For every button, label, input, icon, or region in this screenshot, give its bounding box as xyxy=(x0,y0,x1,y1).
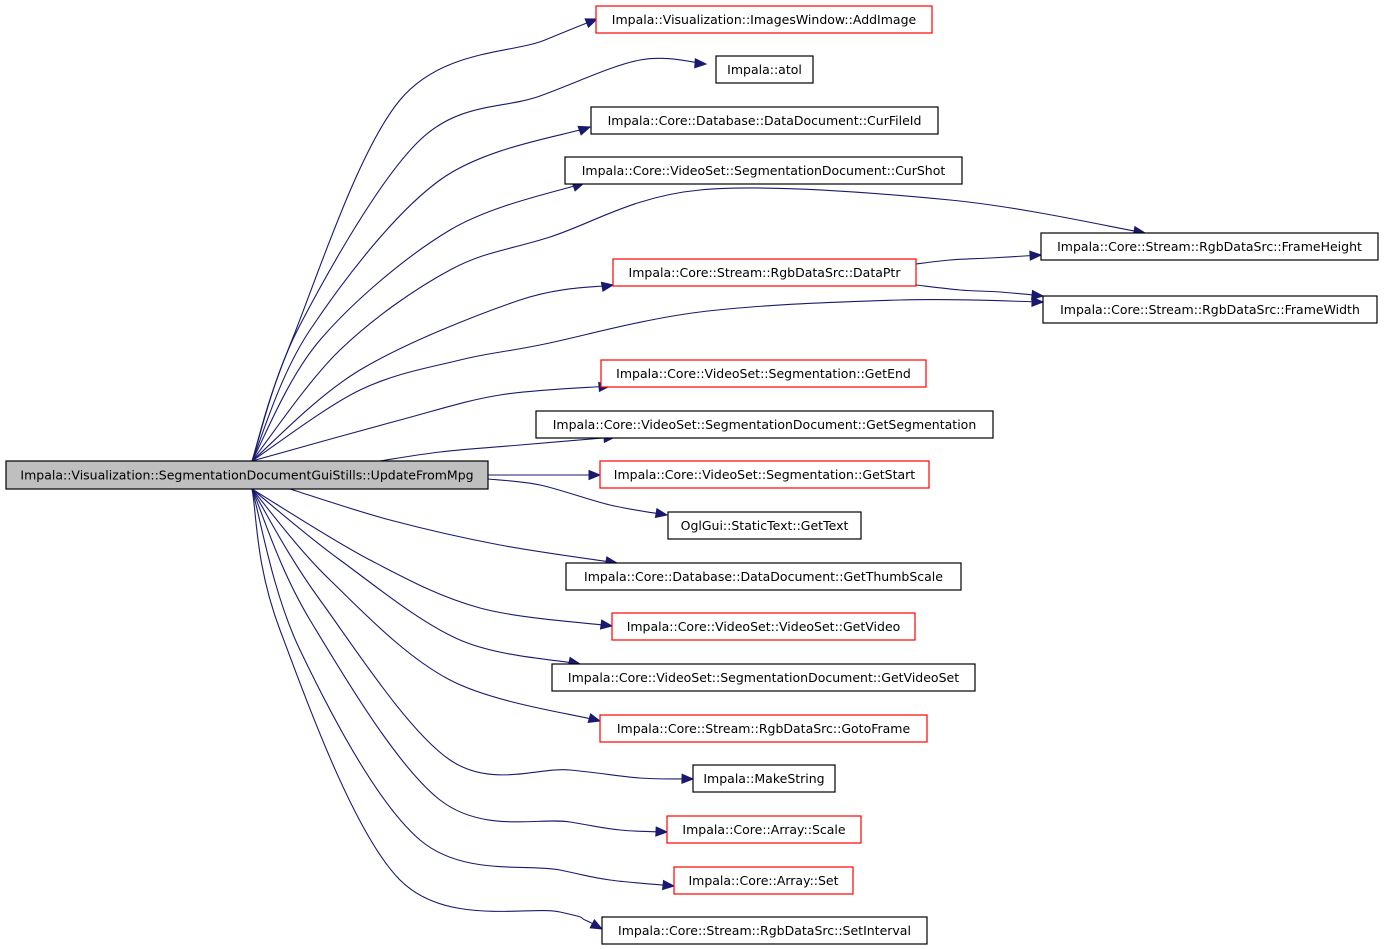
edge-root-to-n8 xyxy=(251,385,611,462)
node-label: Impala::Core::Array::Scale xyxy=(682,822,845,837)
callee-node[interactable]: Impala::Core::VideoSet::SegmentationDocu… xyxy=(551,663,976,692)
node-box xyxy=(666,815,862,844)
edge-n6-to-n7 xyxy=(915,284,1044,297)
node-box xyxy=(590,106,939,135)
node-label: Impala::atol xyxy=(727,62,802,77)
callee-node[interactable]: Impala::Core::Array::Scale xyxy=(666,815,862,844)
edge-root-to-n12 xyxy=(289,488,618,564)
node-label: Impala::Core::Stream::RgbDataSrc::FrameH… xyxy=(1057,239,1362,254)
node-label: Impala::Core::Database::DataDocument::Cu… xyxy=(608,113,922,128)
node-box xyxy=(599,714,928,743)
callee-node[interactable]: Impala::Core::VideoSet::Segmentation::Ge… xyxy=(599,460,930,489)
edge-root-to-n17 xyxy=(251,488,668,833)
edge-root-to-n3 xyxy=(251,126,591,462)
node-box xyxy=(715,55,814,84)
node-box xyxy=(564,156,963,185)
arrowhead-n17 xyxy=(655,826,669,837)
callee-node[interactable]: Impala::Core::Stream::RgbDataSrc::SetInt… xyxy=(601,916,928,945)
node-box xyxy=(535,410,994,439)
node-box xyxy=(565,562,962,591)
edge-root-to-n7 xyxy=(251,298,1044,462)
node-box xyxy=(599,460,930,489)
node-label: Impala::Core::VideoSet::SegmentationDocu… xyxy=(582,163,946,178)
node-label: Impala::Core::Stream::RgbDataSrc::GotoFr… xyxy=(617,721,911,736)
node-box xyxy=(1042,295,1378,324)
node-label: Impala::Core::Stream::RgbDataSrc::FrameW… xyxy=(1060,302,1360,317)
callee-node[interactable]: Impala::atol xyxy=(715,55,814,84)
arrowhead-n3 xyxy=(577,125,592,136)
callee-node[interactable]: Impala::Core::Stream::RgbDataSrc::FrameH… xyxy=(1040,232,1379,261)
node-label: Impala::MakeString xyxy=(703,771,824,786)
arrowhead-n11 xyxy=(654,507,669,519)
node-box xyxy=(692,764,836,793)
callee-node[interactable]: Impala::Core::Array::Set xyxy=(673,866,854,895)
node-box xyxy=(551,663,976,692)
node-label: Impala::Visualization::ImagesWindow::Add… xyxy=(612,12,917,27)
callee-node[interactable]: Impala::Core::VideoSet::Segmentation::Ge… xyxy=(600,359,927,388)
node-box xyxy=(611,612,916,641)
edge-root-to-n13 xyxy=(251,488,613,627)
arrowhead-n10 xyxy=(588,469,602,481)
edge-root-to-n11 xyxy=(487,478,668,516)
callee-node[interactable]: Impala::Core::VideoSet::SegmentationDocu… xyxy=(564,156,963,185)
arrowhead-n2 xyxy=(694,58,708,69)
callee-node[interactable]: Impala::Core::Stream::RgbDataSrc::DataPt… xyxy=(612,258,917,287)
edge-n6-to-n5 xyxy=(915,254,1042,265)
edges-layer xyxy=(251,18,1147,930)
node-label: Impala::Core::Array::Set xyxy=(688,873,838,888)
edge-root-to-n18 xyxy=(251,488,675,887)
node-label: Impala::Core::Stream::RgbDataSrc::DataPt… xyxy=(629,265,902,280)
node-label: Impala::Core::VideoSet::Segmentation::Ge… xyxy=(616,366,911,381)
edge-root-to-n19 xyxy=(251,488,603,930)
arrowhead-n19 xyxy=(589,919,604,930)
node-box xyxy=(5,460,489,490)
edge-root-to-n2 xyxy=(251,57,707,462)
node-label: Impala::Core::VideoSet::SegmentationDocu… xyxy=(553,417,977,432)
arrowhead-n13 xyxy=(599,619,614,630)
callee-node[interactable]: Impala::Core::Stream::RgbDataSrc::GotoFr… xyxy=(599,714,928,743)
edge-root-to-n4 xyxy=(251,182,585,462)
node-box xyxy=(673,866,854,895)
edge-root-to-n9 xyxy=(379,436,616,462)
node-box xyxy=(601,916,928,945)
node-label: Impala::Core::Stream::RgbDataSrc::SetInt… xyxy=(618,923,911,938)
arrowhead-n15 xyxy=(587,712,602,723)
arrowhead-n7 xyxy=(1031,289,1045,301)
node-label: Impala::Core::VideoSet::Segmentation::Ge… xyxy=(614,467,916,482)
node-box xyxy=(600,359,927,388)
callee-node[interactable]: Impala::Core::VideoSet::VideoSet::GetVid… xyxy=(611,612,916,641)
arrowhead-n18 xyxy=(662,879,676,891)
edge-root-to-n6 xyxy=(251,284,614,462)
callee-node[interactable]: OglGui::StaticText::GetText xyxy=(667,511,862,540)
edge-root-to-n15 xyxy=(251,488,601,722)
node-box xyxy=(595,5,933,34)
node-box xyxy=(667,511,862,540)
node-box xyxy=(612,258,917,287)
node-label: Impala::Visualization::SegmentationDocum… xyxy=(20,468,473,483)
arrowhead-n5 xyxy=(1029,250,1043,261)
node-label: Impala::Core::Database::DataDocument::Ge… xyxy=(584,569,943,584)
edge-root-to-n14 xyxy=(251,488,581,665)
node-label: Impala::Core::VideoSet::SegmentationDocu… xyxy=(568,670,959,685)
arrowhead-n1 xyxy=(584,18,599,29)
edge-root-to-n5 xyxy=(251,187,1146,462)
arrowhead-n6 xyxy=(600,281,615,293)
node-label: Impala::Core::VideoSet::VideoSet::GetVid… xyxy=(627,619,901,634)
root-node: Impala::Visualization::SegmentationDocum… xyxy=(5,460,489,490)
edge-root-to-n1 xyxy=(251,18,598,462)
arrowhead-n7 xyxy=(1031,296,1045,308)
node-box xyxy=(1040,232,1379,261)
arrowhead-n16 xyxy=(681,773,695,785)
edge-root-to-n16 xyxy=(251,488,694,780)
callee-node[interactable]: Impala::Core::VideoSet::SegmentationDocu… xyxy=(535,410,994,439)
callee-node[interactable]: Impala::Visualization::ImagesWindow::Add… xyxy=(595,5,933,34)
callee-node[interactable]: Impala::Core::Stream::RgbDataSrc::FrameW… xyxy=(1042,295,1378,324)
callee-node[interactable]: Impala::Core::Database::DataDocument::Ge… xyxy=(565,562,962,591)
node-label: OglGui::StaticText::GetText xyxy=(681,518,849,533)
nodes-layer: Impala::Visualization::SegmentationDocum… xyxy=(5,5,1379,945)
callee-node[interactable]: Impala::Core::Database::DataDocument::Cu… xyxy=(590,106,939,135)
callee-node[interactable]: Impala::MakeString xyxy=(692,764,836,793)
